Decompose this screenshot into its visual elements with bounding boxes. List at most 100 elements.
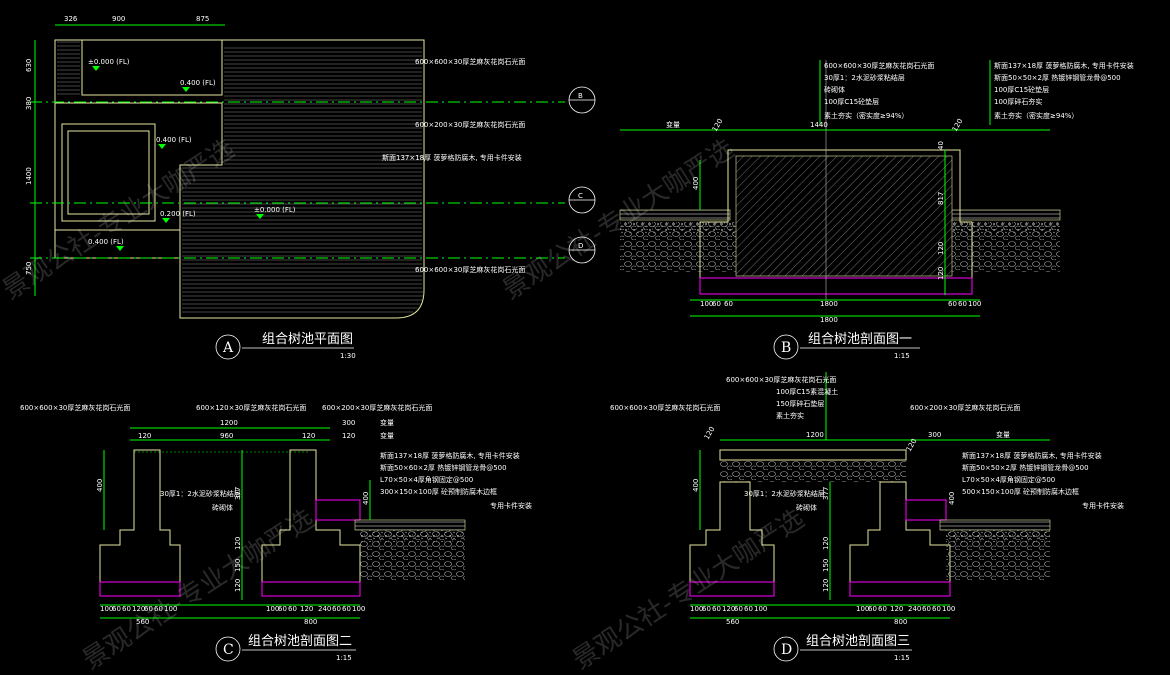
dim-d-t1: 120	[703, 425, 717, 441]
planter-edge	[55, 102, 223, 258]
c-bottom-dim-13: 60	[332, 605, 341, 613]
level-4: ±0.000 (FL)	[254, 206, 296, 214]
title-letter-a: A	[222, 340, 234, 356]
dim-c-t3: 120	[302, 432, 315, 440]
watermark-text-4: 景观公社-专业大咖严选	[567, 504, 809, 675]
dim-b-13: 60	[724, 300, 733, 308]
deck-c	[354, 519, 466, 531]
c-bottom-dim-8: 100	[266, 605, 279, 613]
dim-b-9: 1800	[820, 300, 838, 308]
marker-c-label: C	[578, 192, 583, 200]
dim-b-2: 120	[711, 117, 725, 133]
title-b: 组合树池剖面图一	[808, 332, 912, 347]
scale-b: 1:15	[894, 352, 910, 360]
note-d-top2: 150厚碎石垫层	[776, 399, 824, 408]
d-bottom-dim-6: 100	[754, 605, 767, 613]
deck-lines	[57, 41, 424, 313]
footing-right-c	[261, 581, 361, 597]
footing-b	[699, 277, 973, 295]
dim-left-3: 750	[25, 262, 33, 275]
c-bottom-dim-3: 120	[132, 605, 145, 613]
d-bottom-dim-9: 60	[868, 605, 877, 613]
note-c-r1: 斯面50×60×2厚 热镀锌钢管龙骨@500	[380, 463, 507, 472]
d-bottom-dim-12: 240	[908, 605, 921, 613]
dim-b-3: 120	[951, 117, 965, 133]
note-b-l2: 砖砌体	[824, 85, 845, 94]
scale-a: 1:30	[340, 352, 356, 360]
dim-c-t6: 变量	[380, 418, 394, 427]
note-c-r4: 专用卡件安装	[490, 501, 532, 510]
level-2: 0.400 (FL)	[156, 136, 192, 144]
dim-b-16: 100	[968, 300, 981, 308]
d-bottom-dim-7: 560	[726, 618, 739, 626]
dim-c-t1: 120	[138, 432, 151, 440]
title-letter-b: B	[781, 340, 791, 356]
d-bottom-dim-8: 100	[856, 605, 869, 613]
section-view-c: 600×600×30厚芝麻灰花岗石光面 600×120×30厚芝麻灰花岗石光面 …	[20, 403, 532, 662]
level-marker	[256, 214, 264, 219]
title-letter-c: C	[223, 642, 234, 658]
note-c-m1: 砖砌体	[212, 503, 233, 512]
c-bottom-dim-15: 100	[352, 605, 365, 613]
d-bottom-dim-15: 100	[942, 605, 955, 613]
c-bottom-dim-6: 100	[164, 605, 177, 613]
d-bottom-dim-13: 60	[922, 605, 931, 613]
d-bottom-dim-2: 60	[712, 605, 721, 613]
level-marker	[116, 246, 124, 251]
planter-upper	[81, 40, 223, 96]
c-bottom-dim-7: 560	[136, 618, 149, 626]
dim-d-s5: 120	[822, 579, 830, 592]
note-c-r0: 斯面137×18厚 菠萝格防腐木, 专用卡件安装	[380, 451, 520, 460]
dim-b-6: 817	[937, 192, 945, 205]
c-bottom-dim-5: 60	[154, 605, 163, 613]
d-bottom-dim-11: 120	[890, 605, 903, 613]
cap-d	[719, 449, 907, 461]
note-d-m1: 砖砌体	[796, 503, 817, 512]
dim-b-1: 1440	[810, 121, 828, 129]
edge-beam-c	[315, 499, 361, 521]
deck-right-b	[949, 209, 1061, 221]
dim-b-4: 40	[937, 141, 945, 150]
title-c: 组合树池剖面图二	[248, 634, 352, 649]
note-b-r4: 素土夯实（密实度≥94%）	[994, 111, 1078, 120]
dim-b-11: 100	[700, 300, 713, 308]
plan-note-2: 斯面137×18厚 菠萝格防腐木, 专用卡件安装	[382, 153, 522, 162]
fill-d	[720, 460, 906, 482]
dim-left-1: 380	[25, 97, 33, 110]
dim-top-1: 900	[112, 15, 125, 23]
marker-d-label: D	[578, 242, 583, 250]
dim-b-14: 60	[948, 300, 957, 308]
plan-note-3: 600×600×30厚芝麻灰花岗石光面	[415, 265, 525, 274]
dim-c-s4: 150	[234, 559, 242, 572]
dim-b-8: 120	[937, 267, 945, 280]
d-bottom-dim-5: 60	[744, 605, 753, 613]
marker-b-label: B	[578, 92, 583, 100]
note-d-top1: 100厚C15素混凝土	[776, 387, 838, 396]
c-bottom-dim-10: 60	[288, 605, 297, 613]
dim-d-s3: 120	[822, 537, 830, 550]
d-bottom-dim-16: 800	[894, 618, 907, 626]
gravel-c	[360, 530, 465, 542]
title-circle-d	[773, 636, 799, 662]
dim-c-t2: 960	[220, 432, 233, 440]
note-c-top2: 600×200×30厚芝麻灰花岗石光面	[322, 403, 432, 412]
title-d: 组合树池剖面图三	[806, 634, 910, 649]
dim-c-s0: 400	[96, 479, 104, 492]
level-5: 0.400 (FL)	[88, 238, 124, 246]
c-bottom-dim-2: 60	[122, 605, 131, 613]
note-b-l3: 100厚C15砼垫层	[824, 97, 879, 106]
c-bottom-dim-11: 120	[300, 605, 313, 613]
note-c-m0: 30厚1：2水泥砂浆粘结层	[160, 489, 241, 498]
tree-pit-inner	[67, 130, 150, 215]
dim-c-t7: 变量	[380, 431, 394, 440]
dim-d-s1: 377	[822, 487, 830, 500]
scale-c: 1:15	[336, 654, 352, 662]
plan-outline	[54, 39, 425, 319]
c-bottom-dim-12: 240	[318, 605, 331, 613]
note-d-top5: 600×200×30厚芝麻灰花岗石光面	[910, 403, 1020, 412]
note-d-r2: L70×50×4厚角钢固定@500	[962, 475, 1055, 484]
plan-note-1: 600×200×30厚芝麻灰花岗石光面	[415, 120, 525, 129]
